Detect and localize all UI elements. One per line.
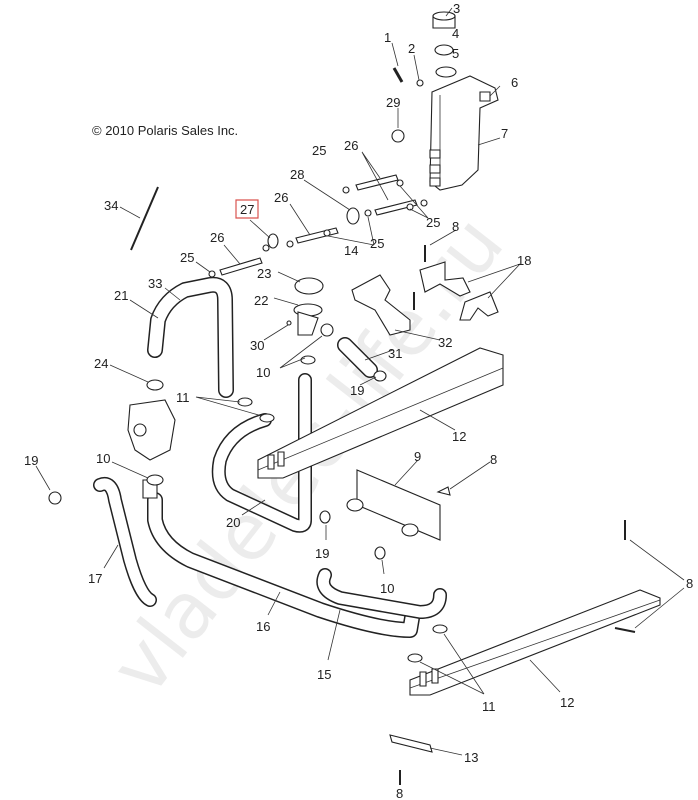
label-part-10: 10	[380, 581, 394, 596]
water-pump	[127, 399, 176, 499]
label-part-29: 29	[386, 95, 400, 110]
brackets	[351, 245, 499, 336]
label-part-4: 4	[452, 26, 459, 41]
label-part-31: 31	[388, 346, 402, 361]
label-part-19: 19	[24, 453, 38, 468]
label-part-17: 17	[88, 571, 102, 586]
label-part-20: 20	[226, 515, 240, 530]
vent-hoses	[208, 174, 428, 278]
label-part-18: 18	[517, 253, 531, 268]
label-part-2: 2	[408, 41, 415, 56]
screws	[399, 486, 636, 785]
mounting-plate	[389, 734, 433, 753]
label-part-28: 28	[290, 167, 304, 182]
cable-tie	[130, 186, 159, 251]
label-part-9: 9	[414, 449, 421, 464]
label-part-15: 15	[317, 667, 331, 682]
radiator-upper	[257, 347, 504, 479]
label-part-8: 8	[396, 786, 403, 800]
label-part-16: 16	[256, 619, 270, 634]
coolant-hoses	[93, 276, 447, 638]
label-part-26: 26	[210, 230, 224, 245]
label-part-7: 7	[501, 126, 508, 141]
label-part-5: 5	[452, 46, 459, 61]
label-part-25: 25	[180, 250, 194, 265]
label-part-13: 13	[464, 750, 478, 765]
label-part-19: 19	[315, 546, 329, 561]
label-part-14: 14	[344, 243, 358, 258]
label-part-12: 12	[452, 429, 466, 444]
label-part-3: 3	[453, 1, 460, 16]
coolant-tank	[391, 11, 499, 191]
label-part-23: 23	[257, 266, 271, 281]
label-part-6: 6	[511, 75, 518, 90]
label-part-26: 26	[274, 190, 288, 205]
leader-lines	[35, 7, 685, 756]
label-part-8: 8	[452, 219, 459, 234]
label-part-27[interactable]: 27	[240, 202, 254, 217]
label-part-12: 12	[560, 695, 574, 710]
highlight-box	[235, 199, 259, 219]
label-part-25: 25	[426, 215, 440, 230]
label-part-8: 8	[686, 576, 693, 591]
label-part-25: 25	[312, 143, 326, 158]
label-part-24: 24	[94, 356, 108, 371]
label-part-1: 1	[384, 30, 391, 45]
label-part-33: 33	[148, 276, 162, 291]
label-part-34: 34	[104, 198, 118, 213]
radiator-lower	[409, 589, 661, 696]
label-part-26: 26	[344, 138, 358, 153]
label-part-25: 25	[370, 236, 384, 251]
label-part-11: 11	[482, 699, 496, 714]
label-part-22: 22	[254, 293, 268, 308]
heat-exchanger	[346, 469, 441, 541]
label-part-30: 30	[250, 338, 264, 353]
label-part-8: 8	[490, 452, 497, 467]
label-part-10: 10	[256, 365, 270, 380]
copyright-text: © 2010 Polaris Sales Inc.	[92, 123, 238, 138]
label-part-10: 10	[96, 451, 110, 466]
label-part-19: 19	[350, 383, 364, 398]
thermostat-housing	[286, 277, 334, 337]
clamps	[48, 355, 448, 663]
label-part-32: 32	[438, 335, 452, 350]
label-part-21: 21	[114, 288, 128, 303]
label-part-11: 11	[176, 390, 190, 405]
